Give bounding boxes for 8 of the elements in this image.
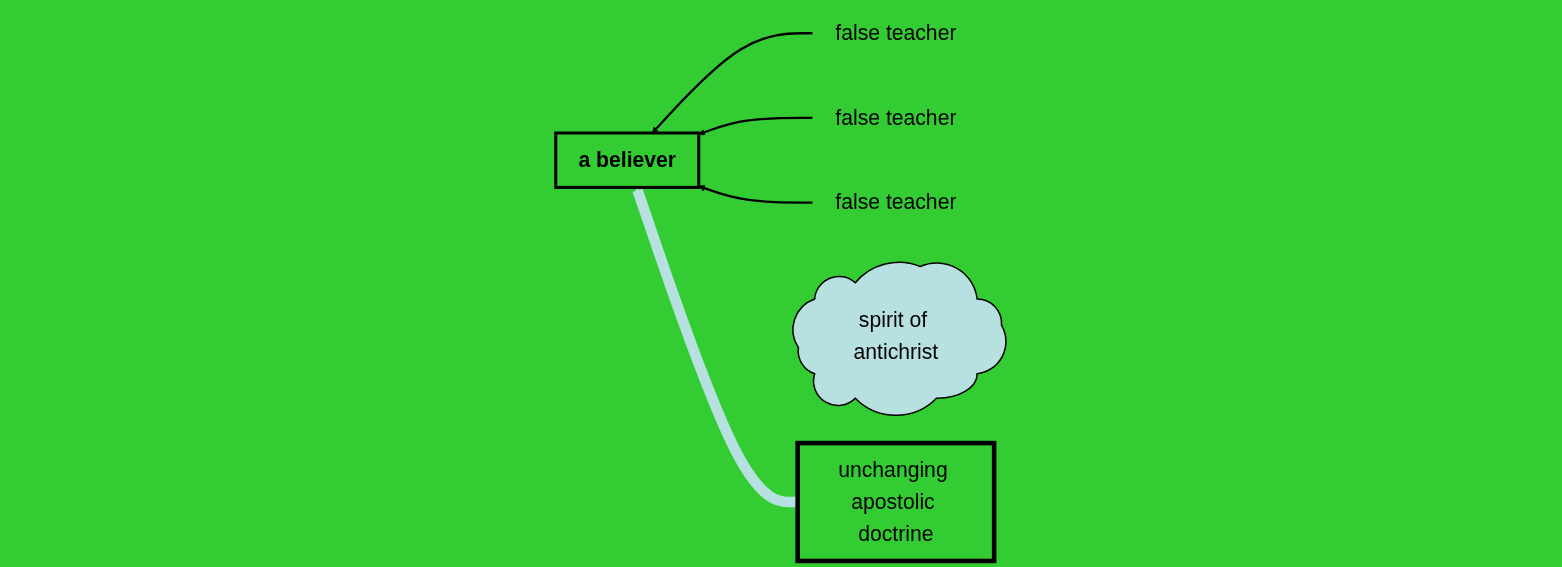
arrow	[652, 32, 813, 134]
node-box: unchanging apostolic doctrine	[795, 440, 997, 564]
node-text: false teacher	[835, 21, 957, 45]
node-text: false teacher	[835, 105, 957, 130]
arrow	[698, 116, 813, 136]
node-text: false teacher	[835, 190, 957, 214]
node-box: a believer	[554, 131, 701, 189]
arrow	[698, 185, 813, 204]
